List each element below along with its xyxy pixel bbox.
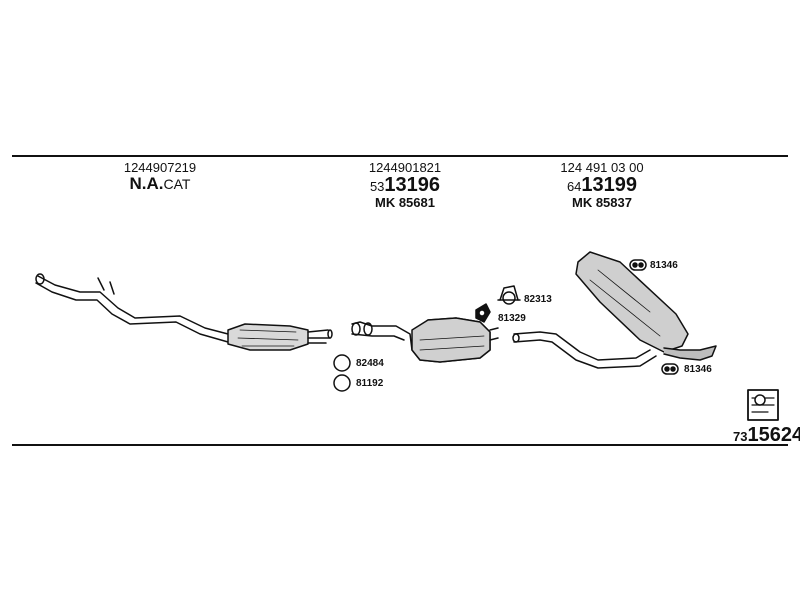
ref-number-2: 5313196 [335,174,475,197]
mk-number-2: MK 85681 [375,195,435,210]
ref-prefix-1: N.A. [129,174,164,193]
diagram-number: 7315624 [733,424,800,447]
ref-number-1: N.A.CAT [90,174,230,194]
hanger-81346-top [629,259,647,271]
ref-main-2: 13196 [384,174,441,196]
oe-number-1: 1244907219 [123,160,197,175]
ref-main-3: 13199 [581,174,638,196]
middle-silencer [351,317,499,363]
clamp-82313 [497,285,521,305]
booklet-icon [747,389,779,421]
label-82313: 82313 [524,294,552,305]
label-81329: 81329 [498,313,526,324]
top-rule [12,155,788,157]
diagram-number-prefix: 73 [733,429,748,444]
rear-silencer [512,251,717,369]
label-81346-bottom: 81346 [684,364,712,375]
ring-81192 [333,374,351,392]
bottom-rule [12,444,788,446]
ref-number-3: 6413199 [532,174,672,197]
hanger-81329 [475,303,491,323]
oe-number-3: 124 491 03 00 [560,160,644,175]
label-81346-top: 81346 [650,260,678,271]
ring-82484 [333,354,351,372]
mk-number-3: MK 85837 [572,195,632,210]
hanger-81346-bottom [661,363,679,375]
diagram-number-main: 15624 [747,424,800,446]
label-81192: 81192 [356,378,384,389]
oe-number-2: 1244901821 [368,160,442,175]
front-pipe-catalyst [35,273,333,351]
label-82484: 82484 [356,358,384,369]
ref-suffix-1: CAT [163,176,191,192]
ref-prefix-2: 53 [369,179,385,194]
ref-prefix-3: 64 [566,179,582,194]
